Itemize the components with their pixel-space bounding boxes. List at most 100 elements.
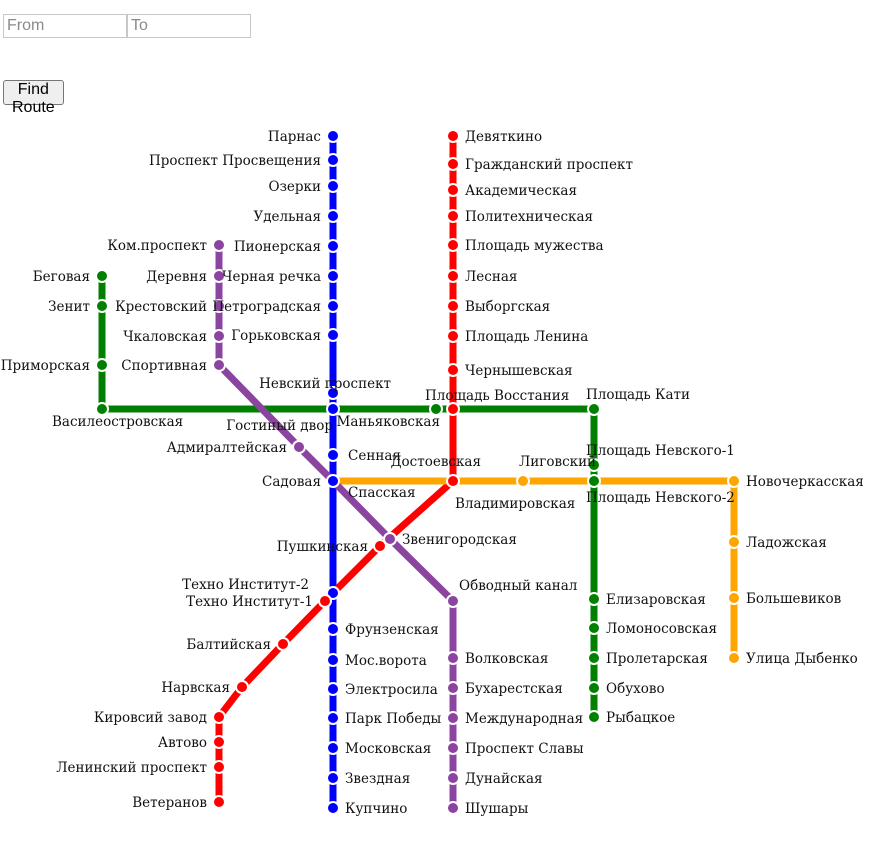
station-dot-бухарестская[interactable] xyxy=(446,681,460,695)
station-dot-мос.ворота[interactable] xyxy=(326,653,340,667)
station-label: Политехническая xyxy=(465,209,593,225)
station-dot-площадь-ленина[interactable] xyxy=(446,329,460,343)
station-label: Лесная xyxy=(465,269,517,285)
station-dot-елизаровская[interactable] xyxy=(587,592,601,606)
station-label: Площадь Кати xyxy=(586,387,690,403)
station-label: Шушары xyxy=(465,801,529,817)
station-dot-зенит[interactable] xyxy=(95,299,109,313)
station-dot-парк-победы[interactable] xyxy=(326,711,340,725)
station-label: Электросила xyxy=(345,682,438,698)
station-label: Мос.ворота xyxy=(345,653,427,669)
station-dot-политехническая[interactable] xyxy=(446,209,460,223)
station-dot-международная[interactable] xyxy=(446,711,460,725)
lines-layer xyxy=(98,132,738,812)
station-dot-автово[interactable] xyxy=(212,735,226,749)
station-dot-горьковская[interactable] xyxy=(326,328,340,342)
station-dot-лиговский[interactable] xyxy=(516,474,530,488)
station-dot-спортивная[interactable] xyxy=(212,358,226,372)
station-label: Выборгская xyxy=(465,299,550,315)
station-dot-большевиков[interactable] xyxy=(727,591,741,605)
station-dot-московская[interactable] xyxy=(326,741,340,755)
station-label: Девяткино xyxy=(465,129,542,145)
station-label: Обводный канал xyxy=(459,578,578,594)
station-dot-ком.проспект[interactable] xyxy=(212,238,226,252)
station-dot-ладожская[interactable] xyxy=(727,535,741,549)
station-dot-дунайская[interactable] xyxy=(446,771,460,785)
station-dot-звездная[interactable] xyxy=(326,771,340,785)
find-route-button[interactable]: Find Route xyxy=(3,80,64,116)
station-dot-деревня[interactable] xyxy=(212,269,226,283)
station-label: Проспект Просвещения xyxy=(149,153,321,169)
station-dot-невский-проспект[interactable] xyxy=(326,386,340,400)
station-dot-озерки[interactable] xyxy=(326,179,340,193)
from-input[interactable] xyxy=(3,14,127,38)
station-dot-кировсий-завод[interactable] xyxy=(212,710,226,724)
station-dot-гостиный-двор[interactable] xyxy=(326,402,340,416)
station-dot-сенная[interactable] xyxy=(326,448,340,462)
station-label: Ветеранов xyxy=(132,795,207,811)
station-dot-василеостровская[interactable] xyxy=(95,402,109,416)
station-dot-крестовский[interactable] xyxy=(212,299,226,313)
station-label: Приморская xyxy=(1,358,90,374)
station-label: Адмиралтейская xyxy=(167,440,287,456)
station-dot-чкаловская[interactable] xyxy=(212,329,226,343)
station-dot-ленинский-проспект[interactable] xyxy=(212,760,226,774)
station-dot-ветеранов[interactable] xyxy=(212,795,226,809)
station-dot-владимировская[interactable] xyxy=(446,474,460,488)
station-dot-садовая[interactable] xyxy=(326,474,340,488)
station-dot-проспект-славы[interactable] xyxy=(446,741,460,755)
station-dot-удельная[interactable] xyxy=(326,209,340,223)
station-label: Парк Победы xyxy=(345,711,442,727)
station-dot-обводный-канал[interactable] xyxy=(446,594,460,608)
station-dot-академическая[interactable] xyxy=(446,183,460,197)
station-dot-площадь-невского-2[interactable] xyxy=(587,474,601,488)
station-dot-девяткино[interactable] xyxy=(446,129,460,143)
station-label: Чкаловская xyxy=(123,329,207,345)
station-dot-купчино[interactable] xyxy=(326,801,340,815)
station-dot-новочеркасская[interactable] xyxy=(727,474,741,488)
station-dot-беговая[interactable] xyxy=(95,269,109,283)
station-dot-чернышевская[interactable] xyxy=(446,363,460,377)
station-label: Балтийская xyxy=(186,637,271,653)
station-dot-рыбацкое[interactable] xyxy=(587,710,601,724)
station-dot-петроградская[interactable] xyxy=(326,299,340,313)
station-dot-нарвская[interactable] xyxy=(235,680,249,694)
station-label: Московская xyxy=(345,741,431,757)
station-dot-шушары[interactable] xyxy=(446,801,460,815)
station-label: Лиговский xyxy=(519,454,596,470)
station-dot-электросила[interactable] xyxy=(326,682,340,696)
station-dot-ломоносовская[interactable] xyxy=(587,621,601,635)
station-dot-техно-институт-1[interactable] xyxy=(318,594,332,608)
station-dot-черная-речка[interactable] xyxy=(326,269,340,283)
station-dot-выборгская[interactable] xyxy=(446,299,460,313)
station-dot-звенигородская[interactable] xyxy=(383,532,397,546)
station-dot-лесная[interactable] xyxy=(446,269,460,283)
station-dot-фрунзенская[interactable] xyxy=(326,622,340,636)
station-label: Черная речка xyxy=(222,269,321,285)
station-label: Гражданский проспект xyxy=(465,157,633,173)
station-label: Спортивная xyxy=(121,358,207,374)
station-dot-площадь-невского-1[interactable] xyxy=(587,458,601,472)
to-input[interactable] xyxy=(127,14,251,38)
station-label: Сенная xyxy=(348,448,401,464)
station-dot-балтийская[interactable] xyxy=(276,637,290,651)
station-label: Парнас xyxy=(268,129,321,145)
station-dot-проспект-просвещения[interactable] xyxy=(326,153,340,167)
station-dot-парнас[interactable] xyxy=(326,129,340,143)
station-dot-волковская[interactable] xyxy=(446,651,460,665)
station-dot-пролетарская[interactable] xyxy=(587,651,601,665)
station-dot-площадь-восстания[interactable] xyxy=(446,402,460,416)
station-dot-пушкинская[interactable] xyxy=(373,539,387,553)
station-label: Дунайская xyxy=(465,771,543,787)
station-dot-приморская[interactable] xyxy=(95,358,109,372)
station-dot-гражданский-проспект[interactable] xyxy=(446,157,460,171)
station-dot-площадь-кати[interactable] xyxy=(587,402,601,416)
station-dot-улица-дыбенко[interactable] xyxy=(727,651,741,665)
station-dot-обухово[interactable] xyxy=(587,681,601,695)
station-dot-техно-институт-2[interactable] xyxy=(326,586,340,600)
station-dot-площадь-мужества[interactable] xyxy=(446,238,460,252)
station-dot-маньяковская[interactable] xyxy=(429,402,443,416)
station-dot-пионерская[interactable] xyxy=(326,239,340,253)
station-dot-адмиралтейская[interactable] xyxy=(292,440,306,454)
station-label: Новочеркасская xyxy=(746,474,864,490)
